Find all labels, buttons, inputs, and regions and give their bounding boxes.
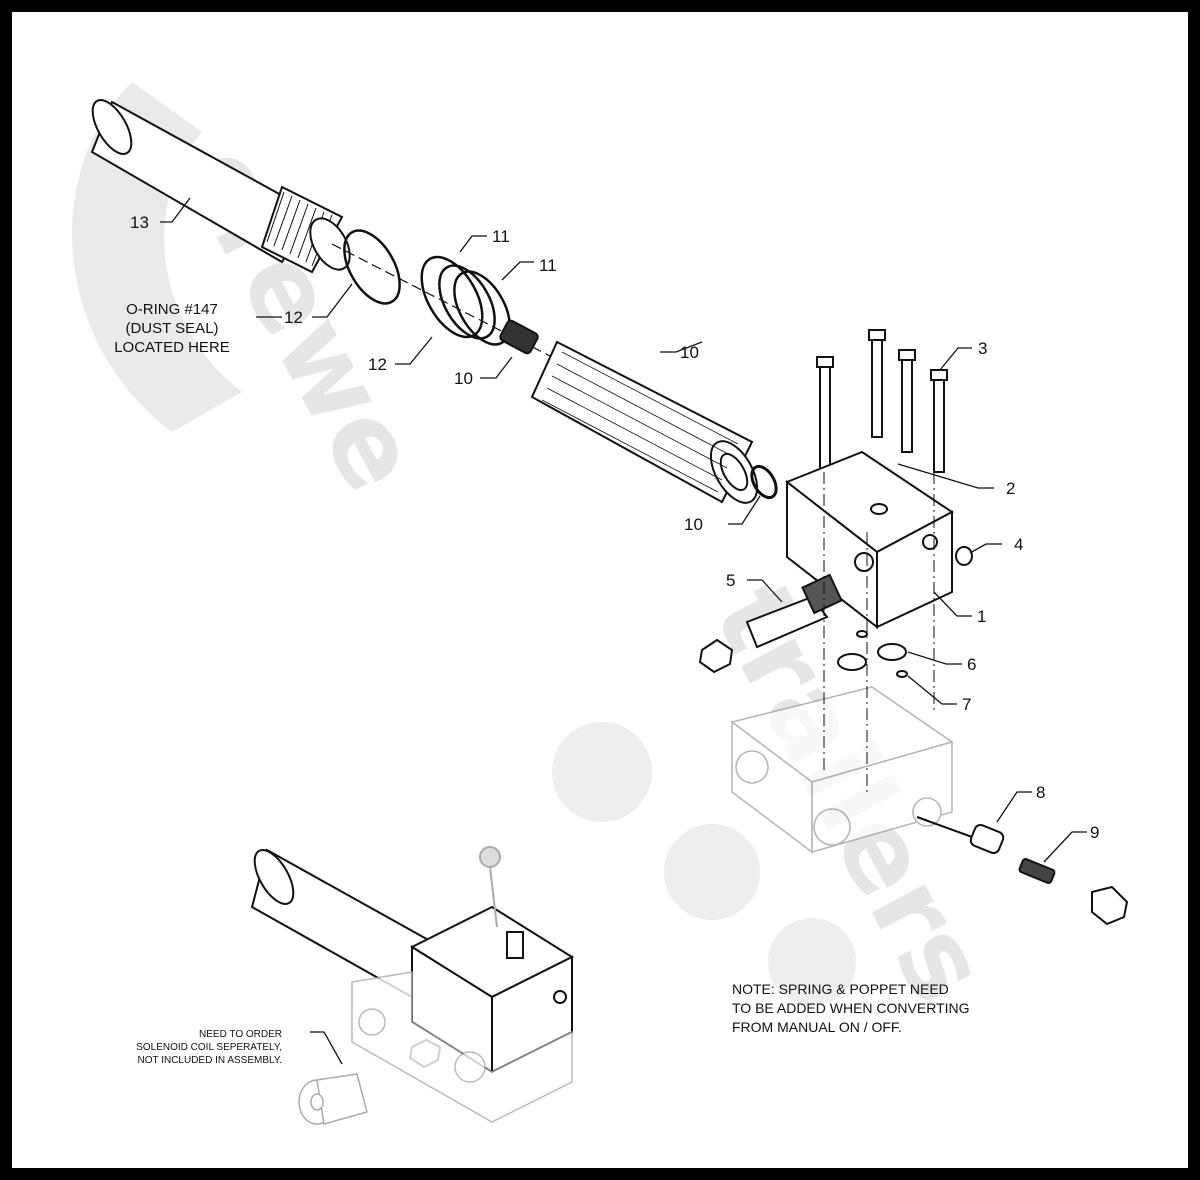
callout-7: 7 [962,695,971,714]
callout-12-lower: 12 [368,355,387,374]
note-solenoid-coil: NEED TO ORDER SOLENOID COIL SEPERATELY, … [72,1028,282,1067]
exploded-parts-diagram: crewe trailers [72,82,1129,1125]
valve-cartridge [698,573,843,674]
filter-element [530,340,778,504]
callout-8: 8 [1036,783,1045,802]
callout-11-upper: 11 [492,227,510,246]
poppet-plug [1091,885,1129,926]
manifold-block [785,450,954,630]
callout-10-element: 10 [680,343,699,362]
assembled-view [250,846,575,1074]
assembled-ghost-base [351,971,573,1123]
filter-housing [90,99,351,274]
callout-4: 4 [1014,535,1023,554]
callout-10-seal: 10 [684,515,703,534]
note-coil-line-3: NOT INCLUDED IN ASSEMBLY. [137,1055,283,1066]
o-ring-11a [438,264,496,340]
callout-3: 3 [978,339,987,358]
poppet-spring [1018,858,1056,884]
o-ring-12b [420,255,484,339]
callout-13: 13 [130,213,149,232]
note-coil-line-1: NEED TO ORDER [199,1029,282,1040]
note-oring-line-3: LOCATED HERE [114,339,230,356]
bolts [816,329,948,473]
o-ring-11b [453,270,511,346]
callout-1: 1 [977,607,986,626]
note-oring-line-1: O-RING #147 [126,301,218,318]
callout-9: 9 [1090,823,1099,842]
spring [499,319,539,355]
callout-2: 2 [1006,479,1015,498]
o-rings [343,229,511,346]
leader-lines [160,197,1087,1065]
note-main-line-1: NOTE: SPRING & POPPET NEED [732,981,949,997]
callout-11-lower: 11 [539,256,557,275]
note-spring-poppet: NOTE: SPRING & POPPET NEED TO BE ADDED W… [732,980,970,1037]
callout-6: 6 [967,655,976,674]
note-coil-line-2: SOLENOID COIL SEPERATELY, [136,1042,282,1053]
diagram-frame: crewe trailers [12,12,1188,1168]
note-main-line-2: TO BE ADDED WHEN CONVERTING [732,1000,970,1016]
callout-12-upper: 12 [284,308,303,327]
lower-o-rings [837,630,908,678]
callout-numbers: 13 12 12 10 10 10 11 11 3 2 4 1 6 7 5 8 … [130,213,1099,842]
o-ring-12a [343,229,401,305]
note-oring-line-2: (DUST SEAL) [125,320,219,337]
note-main-line-3: FROM MANUAL ON / OFF. [732,1019,902,1035]
callout-10-spring: 10 [454,369,473,388]
plug-4 [955,546,973,566]
note-oring-dust-seal: O-RING #147 (DUST SEAL) LOCATED HERE [102,300,242,357]
solenoid-coil [298,1073,368,1125]
callout-5: 5 [726,571,735,590]
poppet [916,816,1005,855]
